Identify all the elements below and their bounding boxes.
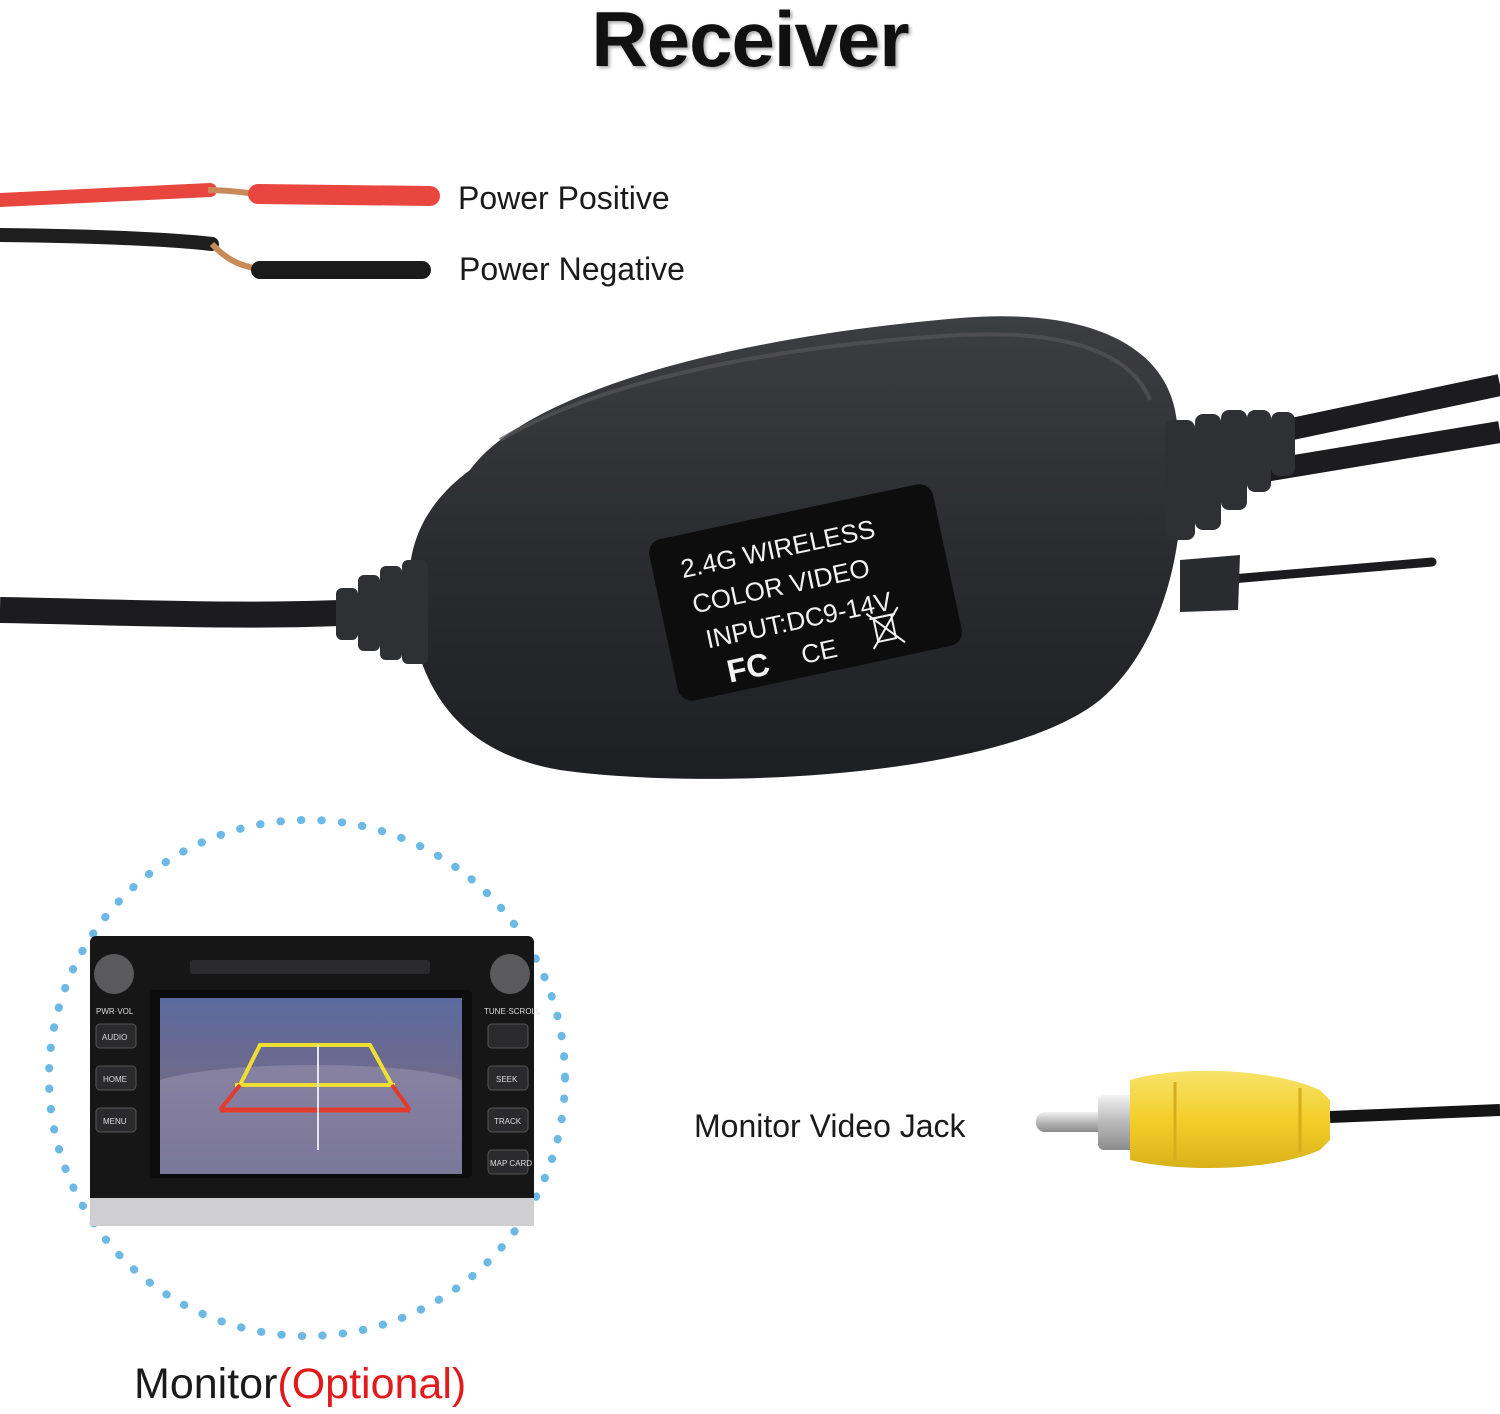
power-negative-label: Power Negative [459, 251, 685, 287]
antenna-boot [1180, 555, 1240, 612]
device-label-sticker: 2.4G WIRELESS COLOR VIDEO INPUT:DC9-14V … [649, 484, 962, 701]
monitor-label: Monitor [134, 1360, 278, 1408]
monitor-btn-track: TRACK [494, 1117, 522, 1126]
page-title: Receiver [591, 0, 909, 83]
power-positive-wire [0, 183, 440, 207]
monitor-optional-label: Monitor(Optional) [134, 1360, 466, 1409]
monitor-btn-seek: SEEK [496, 1075, 518, 1084]
fcc-mark: FC [724, 645, 773, 689]
monitor-btn-home: HOME [103, 1075, 127, 1084]
right-strain-relief [1165, 410, 1295, 540]
weee-bin-icon [865, 606, 906, 650]
rca-video-plug [1036, 1070, 1500, 1169]
monitor-video-jack-label: Monitor Video Jack [694, 1108, 966, 1144]
monitor-highlight-circle [45, 816, 569, 1340]
ce-mark: CE [798, 633, 840, 670]
left-strain-relief [336, 560, 428, 664]
monitor-btn-audio: AUDIO [102, 1033, 127, 1042]
monitor-btn-pwr: PWR·VOL [96, 1007, 134, 1016]
monitor-btn-map: MAP CARD [490, 1159, 532, 1168]
power-positive-label: Power Positive [458, 180, 670, 216]
power-negative-wire [0, 228, 431, 279]
monitor-btn-menu: MENU [103, 1117, 127, 1126]
monitor-btn-tune: TUNE·SCROLL [484, 1007, 541, 1016]
optional-label: (Optional) [277, 1360, 467, 1408]
car-monitor: PWR·VOL AUDIO HOME MENU TUNE·SCROLL SEEK… [90, 936, 541, 1226]
